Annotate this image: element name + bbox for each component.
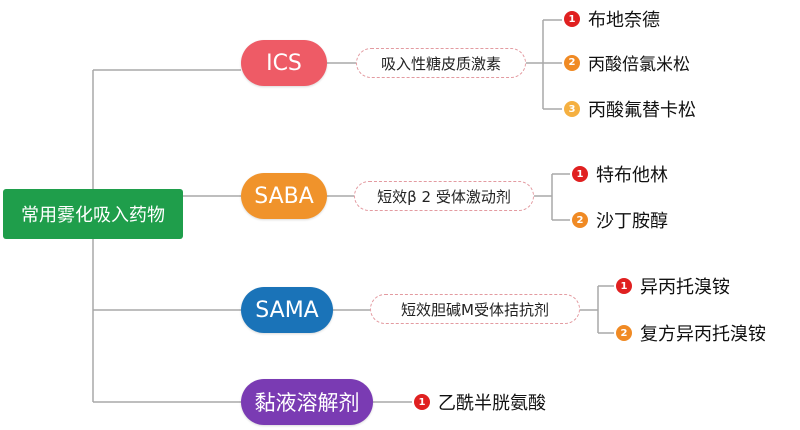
drug-item[interactable]: 2 丙酸倍氯米松 (564, 50, 690, 75)
category-saba[interactable]: SABA (241, 173, 327, 219)
drug-name: 复方异丙托溴铵 (640, 324, 766, 345)
number-badge-icon: 1 (616, 278, 632, 294)
drug-name: 丙酸倍氯米松 (588, 55, 690, 75)
drug-item[interactable]: 2 复方异丙托溴铵 (616, 320, 766, 346)
number-badge-icon: 2 (564, 54, 580, 71)
subtype-sama[interactable]: 短效胆碱M受体拮抗剂 (370, 294, 580, 324)
drug-name: 布地奈德 (588, 10, 660, 31)
subtype-saba[interactable]: 短效β 2 受体激动剂 (354, 181, 534, 211)
drug-name: 异丙托溴铵 (640, 277, 730, 298)
number-badge-icon: 2 (572, 212, 588, 228)
drug-name: 丙酸氟替卡松 (588, 100, 696, 121)
number-badge-icon: 1 (564, 11, 580, 27)
root-node[interactable]: 常用雾化吸入药物 (3, 189, 183, 239)
drug-name: 乙酰半胱氨酸 (438, 393, 546, 414)
number-badge-icon: 3 (564, 101, 580, 117)
subtype-ics[interactable]: 吸入性糖皮质激素 (356, 48, 526, 78)
drug-item[interactable]: 1 乙酰半胱氨酸 (414, 389, 546, 415)
drug-item[interactable]: 1 布地奈德 (564, 6, 660, 32)
drug-item[interactable]: 2 沙丁胺醇 (572, 207, 668, 233)
number-badge-icon: 1 (572, 166, 588, 182)
number-badge-icon: 1 (414, 394, 430, 410)
category-mucolytic[interactable]: 黏液溶解剂 (241, 379, 373, 425)
category-sama[interactable]: SAMA (241, 287, 333, 333)
drug-name: 特布他林 (596, 165, 668, 186)
drug-item[interactable]: 1 异丙托溴铵 (616, 273, 730, 299)
drug-item[interactable]: 1 特布他林 (572, 161, 668, 187)
drug-name: 沙丁胺醇 (596, 211, 668, 232)
drug-item[interactable]: 3 丙酸氟替卡松 (564, 96, 696, 122)
number-badge-icon: 2 (616, 325, 632, 341)
category-ics[interactable]: ICS (241, 40, 327, 86)
